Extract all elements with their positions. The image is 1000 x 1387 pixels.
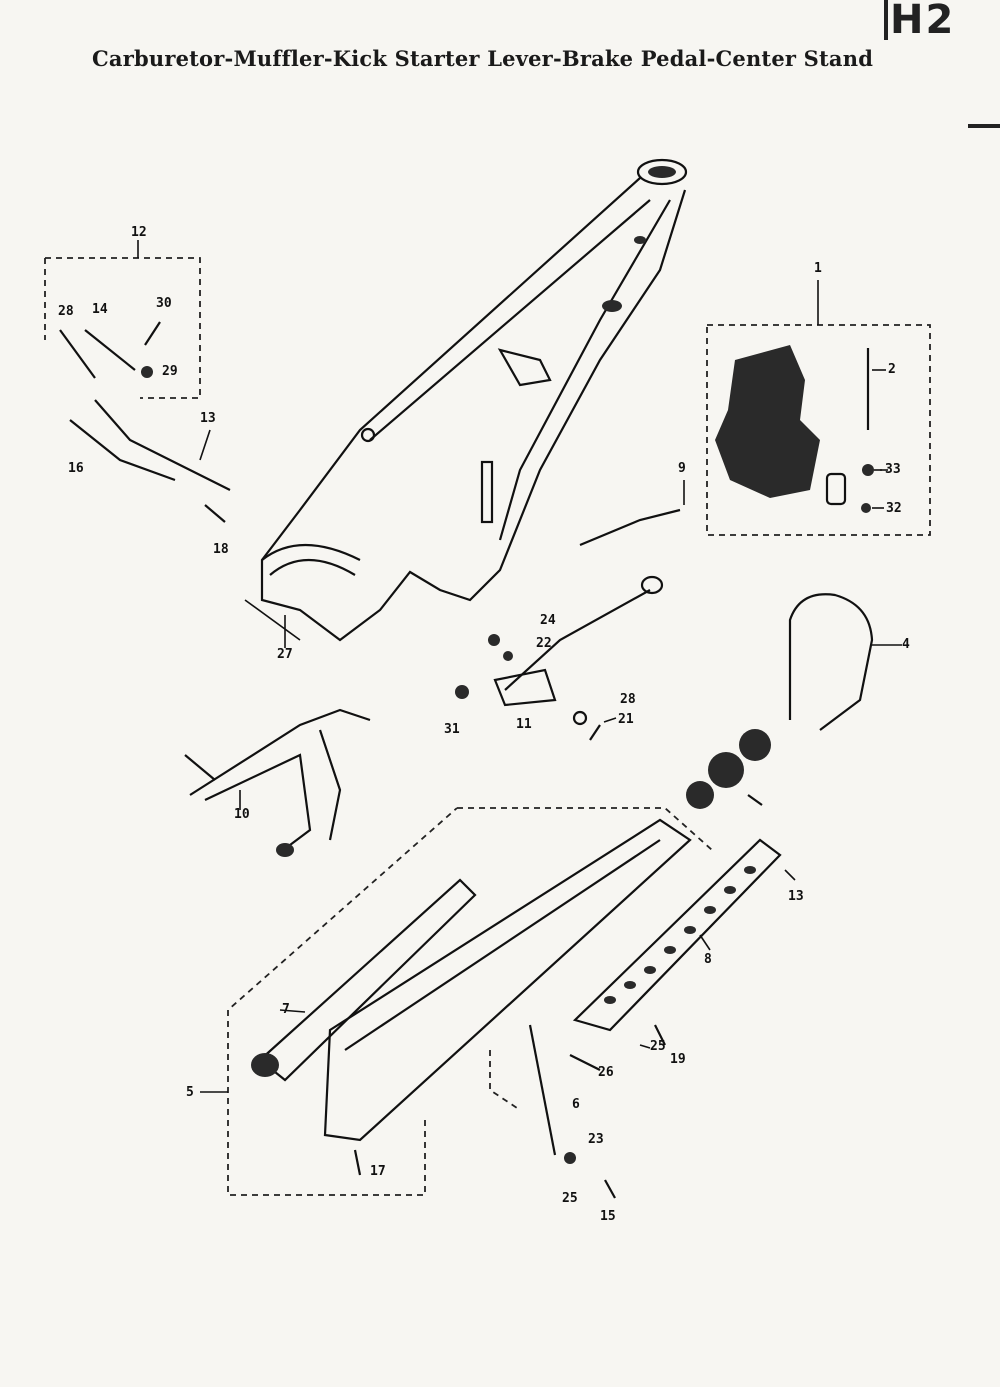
callout-13-muffler: 13 xyxy=(788,889,804,904)
callout-7: 7 xyxy=(282,1002,290,1017)
callout-28-kick: 28 xyxy=(58,304,74,319)
callout-25-upper: 25 xyxy=(650,1039,666,1054)
callout-6: 6 xyxy=(572,1097,580,1112)
callout-5: 5 xyxy=(186,1085,194,1100)
callout-24: 24 xyxy=(540,613,556,628)
page-code: H2 xyxy=(884,0,1000,43)
center-stand-part xyxy=(184,708,371,857)
callout-18: 18 xyxy=(213,542,229,557)
callout-15: 15 xyxy=(600,1209,616,1224)
frame-part xyxy=(244,158,688,648)
page-title: Carburetor-Muffler-Kick Starter Lever-Br… xyxy=(92,46,874,71)
callout-12: 12 xyxy=(131,225,147,240)
muffler-part xyxy=(200,807,796,1199)
callout-17: 17 xyxy=(370,1164,386,1179)
carburetor-part xyxy=(706,280,931,536)
callout-21: 21 xyxy=(618,712,634,727)
callout-8: 8 xyxy=(704,952,712,967)
callout-25-lower: 25 xyxy=(562,1191,578,1206)
callout-27: 27 xyxy=(277,647,293,662)
callout-19: 19 xyxy=(670,1052,686,1067)
callout-26: 26 xyxy=(598,1065,614,1080)
callout-1: 1 xyxy=(814,261,822,276)
callout-28-brake: 28 xyxy=(620,692,636,707)
callout-32: 32 xyxy=(886,501,902,516)
callout-33: 33 xyxy=(885,462,901,477)
callout-11: 11 xyxy=(516,717,532,732)
callout-22: 22 xyxy=(536,636,552,651)
margin-mark xyxy=(968,124,1000,128)
callout-30: 30 xyxy=(156,296,172,311)
callout-13-kick: 13 xyxy=(200,411,216,426)
exhaust-pipe-part xyxy=(686,593,902,809)
callout-31: 31 xyxy=(444,722,460,737)
callout-29: 29 xyxy=(162,364,178,379)
callout-16: 16 xyxy=(68,461,84,476)
callout-23: 23 xyxy=(588,1132,604,1147)
callout-9: 9 xyxy=(678,461,686,476)
kick-starter-part xyxy=(44,240,231,523)
callout-14: 14 xyxy=(92,302,108,317)
brake-pedal-part xyxy=(455,480,685,741)
callout-4: 4 xyxy=(902,637,910,652)
page-code-text: H2 xyxy=(890,0,956,43)
callout-10: 10 xyxy=(234,807,250,822)
leader-lines xyxy=(279,469,888,1049)
callout-2: 2 xyxy=(888,362,896,377)
